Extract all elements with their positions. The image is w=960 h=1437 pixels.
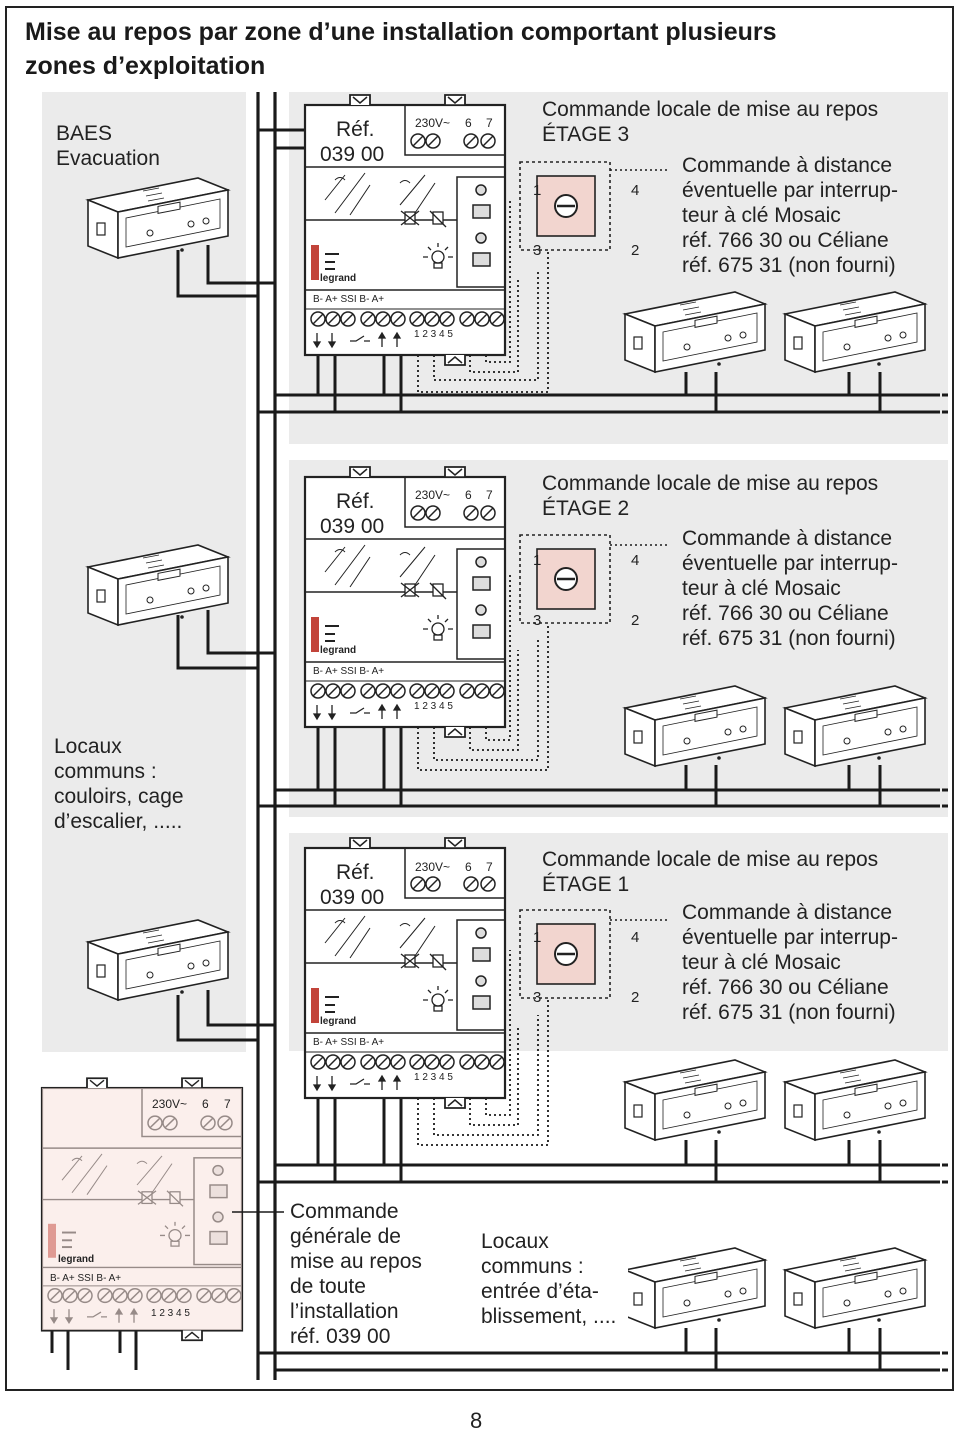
module-bottom-nums-floor1: 1 2 3 4 5 — [414, 1072, 453, 1083]
module-t7-general: 7 — [224, 1097, 231, 1111]
module-supply-floor1: 230V~ — [415, 860, 451, 874]
baes-box-entrance-a — [624, 1247, 766, 1329]
module-bottom-left-general: B- A+ SSI B- A+ — [50, 1273, 122, 1284]
module-brand-general: legrand — [58, 1254, 95, 1265]
baes-box-floor1-b — [784, 1059, 926, 1141]
module-t6-floor1: 6 — [465, 860, 472, 874]
switch-terminal-3-floor3: 3 — [533, 242, 542, 259]
module-brand-floor2: legrand — [320, 645, 357, 656]
switch-terminal-2-floor2: 2 — [631, 612, 640, 629]
entrance-label-bg — [468, 1210, 628, 1340]
module-t6-floor3: 6 — [465, 116, 472, 130]
module-bottom-nums-floor3: 1 2 3 4 5 — [414, 329, 453, 340]
page-title: Mise au repos par zone d’une installatio… — [25, 18, 777, 80]
module-supply-floor3: 230V~ — [415, 116, 451, 130]
module-t7-floor1: 7 — [486, 860, 493, 874]
switch-terminal-2-floor3: 2 — [631, 242, 640, 259]
module-bottom-left-floor1: B- A+ SSI B- A+ — [313, 1037, 385, 1048]
module-t7-floor3: 7 — [486, 116, 493, 130]
switch-terminal-3-floor2: 3 — [533, 612, 542, 629]
module-t7-floor2: 7 — [486, 488, 493, 502]
module-ref-floor2: Réf.039 00 — [320, 490, 385, 538]
switch-terminal-4-floor2: 4 — [631, 552, 640, 569]
general-label-bg — [284, 1196, 454, 1346]
switch-terminal-4-floor3: 4 — [631, 182, 640, 199]
module-039-00-general — [42, 1078, 242, 1340]
module-ref-floor1: Réf.039 00 — [320, 861, 385, 909]
page-number: 8 — [470, 1408, 483, 1433]
switch-terminal-2-floor1: 2 — [631, 989, 640, 1006]
module-t6-floor2: 6 — [465, 488, 472, 502]
module-bottom-left-floor3: B- A+ SSI B- A+ — [313, 294, 385, 305]
baes-box-floor1-a — [624, 1059, 766, 1141]
bus-wires — [256, 92, 277, 1380]
module-supply-general: 230V~ — [152, 1097, 188, 1111]
module-bottom-left-floor2: B- A+ SSI B- A+ — [313, 666, 385, 677]
module-039-00-floor3 — [305, 95, 505, 365]
switch-terminal-1-floor2: 1 — [533, 552, 542, 569]
module-t6-general: 6 — [202, 1097, 209, 1111]
module-bottom-nums-general: 1 2 3 4 5 — [151, 1308, 190, 1319]
switch-terminal-4-floor1: 4 — [631, 929, 640, 946]
switch-terminal-1-floor1: 1 — [533, 929, 542, 946]
module-039-00-floor2 — [305, 467, 505, 737]
module-brand-floor1: legrand — [320, 1016, 357, 1027]
switch-terminal-3-floor1: 3 — [533, 989, 542, 1006]
module-039-00-floor1 — [305, 838, 505, 1108]
module-bottom-nums-floor2: 1 2 3 4 5 — [414, 701, 453, 712]
baes-box-entrance-b — [784, 1247, 926, 1329]
module-ref-floor3: Réf.039 00 — [320, 118, 385, 166]
module-supply-floor2: 230V~ — [415, 488, 451, 502]
module-brand-floor3: legrand — [320, 273, 357, 284]
switch-terminal-1-floor3: 1 — [533, 182, 542, 199]
page-frame — [5, 6, 954, 1391]
